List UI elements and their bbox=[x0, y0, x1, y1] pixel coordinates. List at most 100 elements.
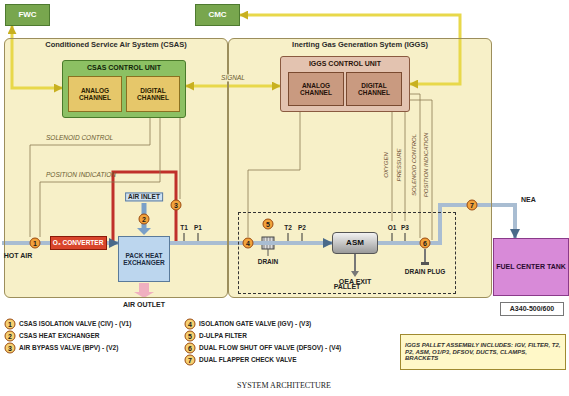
sensor-label: P1 bbox=[194, 224, 202, 231]
node-text: ANALOG CHANNEL bbox=[289, 82, 343, 97]
node-text: FUEL CENTER TANK bbox=[496, 263, 566, 271]
node-text: DIGITAL CHANNEL bbox=[347, 82, 401, 97]
part-label: OEA EXIT bbox=[339, 278, 371, 286]
node-text: IGGS PALLET ASSEMBLY INCLUDES: IGV, FILT… bbox=[405, 342, 561, 363]
signal-label: SOLENOID CONTROL bbox=[411, 134, 418, 196]
system-box: CMC bbox=[195, 4, 240, 26]
signal-label: POSITION INDICATION bbox=[46, 171, 116, 178]
legend-text: AIR BYPASS VALVE (BPV) - (V2) bbox=[19, 344, 118, 351]
panel-ground bbox=[228, 38, 492, 298]
sensor-tick bbox=[302, 233, 303, 241]
model-tag: A340-500/600 bbox=[500, 302, 564, 316]
legend-text: D-ULPA FILTER bbox=[199, 332, 247, 339]
part-label: AIR OUTLET bbox=[123, 301, 165, 309]
channel-box: ANALOG CHANNEL bbox=[68, 76, 122, 112]
control-wire bbox=[410, 94, 420, 238]
legend-text: CSAS ISOLATION VALVE (CIV) - (V1) bbox=[19, 320, 131, 327]
drain-plug-line bbox=[424, 249, 426, 262]
callout-number: 1 bbox=[30, 238, 41, 249]
control-wire bbox=[392, 112, 393, 221]
callout-number: 1 bbox=[5, 319, 16, 330]
legend-text: ISOLATION GATE VALVE (IGV) - (V3) bbox=[199, 320, 311, 327]
oea-exit-duct bbox=[354, 254, 356, 272]
callout-number: 3 bbox=[171, 200, 182, 211]
node-text: PACK HEAT EXCHANGER bbox=[119, 252, 169, 267]
sensor-tick bbox=[392, 233, 393, 241]
control-wire bbox=[180, 118, 181, 199]
asm-module: ASM bbox=[332, 232, 378, 254]
callout-number: 4 bbox=[243, 238, 254, 249]
pipe-connector bbox=[107, 241, 119, 245]
callout-number: 6 bbox=[420, 238, 431, 249]
part-label: HOT AIR bbox=[4, 252, 33, 260]
edge-label: SIGNAL bbox=[220, 74, 246, 81]
hot-air-duct bbox=[2, 241, 50, 245]
channel-box: DIGITAL CHANNEL bbox=[126, 76, 180, 112]
sensor-label: T1 bbox=[180, 224, 188, 231]
callout-number: 4 bbox=[185, 319, 196, 330]
legend-text: DUAL FLOW SHUT OFF VALVE (DFSOV) - (V4) bbox=[199, 344, 341, 351]
node-text: DIGITAL CHANNEL bbox=[127, 87, 179, 102]
callout-number: 7 bbox=[185, 355, 196, 366]
callout-number: 2 bbox=[5, 331, 16, 342]
panel-ground bbox=[4, 38, 228, 298]
bus-connector bbox=[12, 26, 62, 88]
callout-number: 6 bbox=[185, 343, 196, 354]
legend-text: DUAL FLAPPER CHECK VALVE bbox=[199, 356, 297, 363]
sensor-label: T2 bbox=[284, 224, 292, 231]
node-text: ASM bbox=[346, 238, 364, 247]
channel-box: ANALOG CHANNEL bbox=[288, 72, 344, 106]
control-unit: IGGS CONTROL UNIT ANALOG CHANNEL DIGITAL C… bbox=[280, 56, 410, 112]
signal-label: SOLENOID CONTROL bbox=[46, 134, 113, 141]
converter-box: O₃ CONVERTER bbox=[50, 236, 107, 250]
signal-connector bbox=[186, 85, 280, 88]
caption: SYSTEM ARCHITECTURE bbox=[237, 381, 331, 390]
callout-number: 7 bbox=[467, 200, 478, 211]
node-text: CSAS CONTROL UNIT bbox=[63, 64, 185, 72]
signal-label: POSITION INDICATION bbox=[423, 133, 430, 198]
node-text: CMC bbox=[208, 10, 226, 19]
control-wire bbox=[248, 112, 300, 237]
control-unit: CSAS CONTROL UNIT ANALOG CHANNEL DIGITAL C… bbox=[62, 60, 186, 118]
control-wire bbox=[410, 100, 432, 240]
node-text: Conditioned Service Air System (CSAS) bbox=[11, 41, 221, 50]
callout-number: 5 bbox=[185, 331, 196, 342]
callout-number: 3 bbox=[5, 343, 16, 354]
control-wire bbox=[30, 118, 150, 237]
drain-plug-symbol bbox=[421, 262, 429, 265]
channel-box: DIGITAL CHANNEL bbox=[346, 72, 402, 106]
sensor-label: P2 bbox=[298, 224, 306, 231]
signal-label: OXYGEN bbox=[383, 152, 390, 178]
node-text: FWC bbox=[18, 10, 36, 19]
oea-exit-arrowhead bbox=[351, 271, 359, 277]
sensor-tick bbox=[184, 233, 185, 241]
callout-number: 5 bbox=[263, 219, 274, 230]
fuel-tank: FUEL CENTER TANK bbox=[493, 238, 569, 296]
air-inlet-arrowhead bbox=[137, 228, 151, 235]
legend-text: CSAS HEAT EXCHANGER bbox=[19, 332, 99, 339]
node-text: O₃ CONVERTER bbox=[53, 239, 104, 246]
sensor-tick bbox=[288, 233, 289, 241]
node-text: ANALOG CHANNEL bbox=[69, 87, 121, 102]
note-box: IGGS PALLET ASSEMBLY INCLUDES: IGV, FILT… bbox=[400, 334, 566, 370]
callout-number: 2 bbox=[139, 214, 150, 225]
system-panel: Conditioned Service Air System (CSAS) CSA… bbox=[4, 38, 228, 298]
sensor-tick bbox=[198, 233, 199, 241]
sensor-tick bbox=[405, 233, 406, 241]
control-wire bbox=[40, 118, 160, 237]
air-outlet-arrow bbox=[139, 283, 149, 292]
sensor-label: DRAIN PLUG bbox=[405, 268, 445, 275]
node-text: Inerting Gas Generation Sytem (IGGS) bbox=[235, 41, 485, 50]
node-text: A340-500/600 bbox=[510, 305, 554, 313]
part-label: AIR INLET bbox=[125, 192, 163, 201]
sensor-label: P3 bbox=[401, 224, 409, 231]
sensor-label: O1 bbox=[388, 224, 397, 231]
node-text: IGGS CONTROL UNIT bbox=[281, 60, 409, 68]
sensor-label: DRAIN bbox=[258, 258, 279, 265]
bypass-duct bbox=[113, 172, 176, 243]
control-wire bbox=[405, 112, 406, 221]
signal-label: PRESSURE bbox=[396, 148, 403, 181]
part-label: NEA bbox=[521, 196, 536, 204]
system-box: FWC bbox=[5, 4, 50, 26]
drain-line bbox=[268, 249, 269, 256]
